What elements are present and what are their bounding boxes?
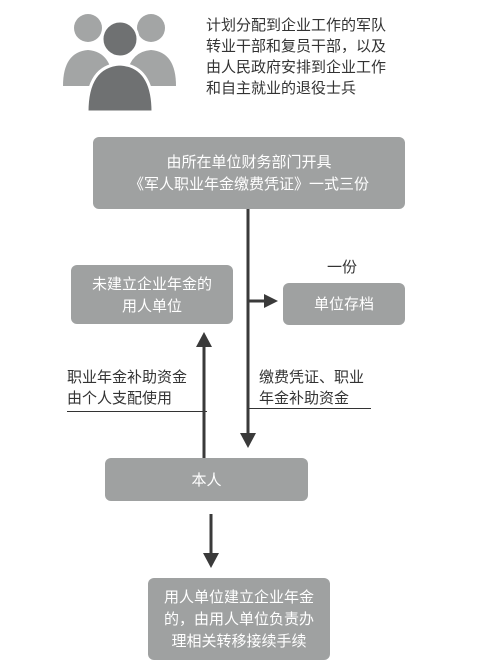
certificate-box: 由所在单位财务部门开具 《军人职业年金缴费凭证》一式三份 bbox=[93, 137, 405, 209]
payment-items-line: 缴费凭证、职业 bbox=[259, 368, 365, 386]
with-annuity-unit-line: 理相关转移接续手续 bbox=[171, 632, 307, 650]
with-annuity-unit-line: 的，由用人单位负责办 bbox=[163, 610, 314, 628]
certificate-line: 由所在单位财务部门开具 bbox=[166, 153, 332, 171]
certificate-line: 《军人职业年金缴费凭证》一式三份 bbox=[128, 175, 369, 193]
payment-items-underline bbox=[248, 408, 371, 409]
arrow-head-down-self bbox=[240, 433, 256, 448]
self-box: 本人 bbox=[105, 458, 308, 501]
with-annuity-unit-box: 用人单位建立企业年金 的，由用人单位负责办 理相关转移接续手续 bbox=[148, 578, 330, 660]
intro-line: 和自主就业的退役士兵 bbox=[206, 79, 357, 97]
one-copy-label: 一份 bbox=[327, 258, 358, 276]
intro-text: 计划分配到企业工作的军队 转业干部和复员干部，以及 由人民政府安排到企业工作 和… bbox=[206, 15, 386, 99]
arrow-head-down-with-annuity bbox=[203, 553, 219, 568]
intro-line: 计划分配到企业工作的军队 bbox=[206, 16, 387, 34]
arrow-head-up-no-annuity bbox=[196, 332, 212, 347]
arrow-head-right-archive bbox=[264, 294, 278, 308]
payment-items-line: 年金补助资金 bbox=[259, 389, 350, 407]
personal-use-underline bbox=[67, 411, 207, 412]
personal-use-line: 由个人支配使用 bbox=[67, 389, 173, 407]
no-annuity-unit-line: 未建立企业年金的 bbox=[91, 274, 212, 293]
payment-items-label: 缴费凭证、职业 年金补助资金 bbox=[259, 367, 364, 409]
self-label: 本人 bbox=[191, 470, 222, 489]
personal-use-label: 职业年金补助资金 由个人支配使用 bbox=[67, 367, 187, 409]
with-annuity-unit-line: 用人单位建立企业年金 bbox=[163, 588, 314, 606]
personal-use-line: 职业年金补助资金 bbox=[67, 368, 188, 386]
intro-line: 转业干部和复员干部，以及 bbox=[206, 37, 387, 55]
no-annuity-unit-box: 未建立企业年金的 用人单位 bbox=[71, 265, 233, 324]
unit-archive-label: 单位存档 bbox=[313, 295, 374, 313]
unit-archive-box: 单位存档 bbox=[283, 283, 405, 325]
no-annuity-unit-line: 用人单位 bbox=[121, 296, 182, 315]
intro-line: 由人民政府安排到企业工作 bbox=[206, 58, 387, 76]
